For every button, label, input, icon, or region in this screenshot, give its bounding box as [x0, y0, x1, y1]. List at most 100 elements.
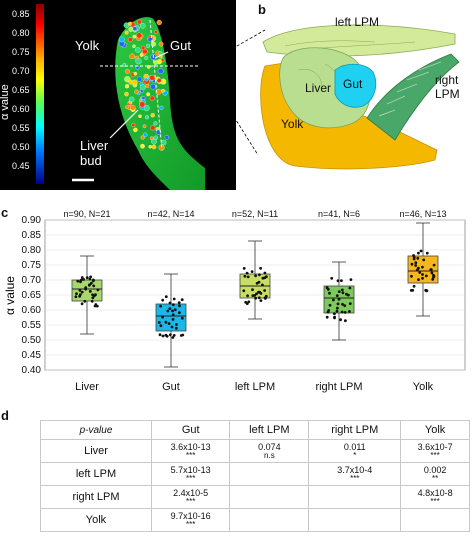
data-point [94, 293, 97, 297]
table-cell [229, 485, 310, 509]
connector-bottom [201, 65, 259, 156]
p-value: 3.6x10-7 [417, 442, 453, 452]
data-point [171, 309, 174, 313]
data-point [425, 251, 429, 255]
data-point [164, 295, 168, 299]
data-point [82, 278, 85, 281]
data-point [432, 274, 436, 278]
data-point [335, 309, 339, 313]
p-value-table: p-value Gut left LPM right LPM Yolk Live… [40, 420, 470, 532]
sample-size-label: n=42, N=14 [147, 209, 194, 219]
gut-shape [334, 63, 377, 108]
colorbar-tick: 0.70 [12, 66, 30, 76]
data-point [422, 258, 426, 262]
colorbar-tick: 0.65 [12, 85, 30, 95]
liver-pointer [109, 109, 139, 139]
data-point [159, 324, 163, 328]
cell-dot [135, 65, 140, 70]
cell-dot [161, 88, 165, 93]
data-point [90, 299, 94, 303]
p-value: 0.074 [258, 442, 281, 452]
data-point [421, 265, 424, 269]
cell-dots [118, 19, 170, 151]
data-point [410, 274, 413, 278]
cell-dot [150, 83, 156, 90]
cell-dot [145, 83, 150, 88]
x-tick-label: left LPM [235, 381, 275, 393]
cell-dot [141, 96, 146, 100]
cell-dot [149, 95, 155, 101]
data-point [332, 298, 335, 302]
gut-pointer [154, 51, 169, 59]
data-point [429, 268, 433, 271]
data-point [177, 301, 181, 304]
data-point [80, 302, 84, 306]
data-point [343, 311, 347, 314]
data-point [76, 279, 80, 283]
data-point [254, 296, 257, 300]
data-point [254, 274, 257, 278]
table-cell: 3.6x10-7*** [400, 439, 470, 463]
cell-dot [136, 76, 143, 82]
data-point [92, 284, 96, 288]
data-point [89, 275, 92, 279]
p-value: 4.8x10-8 [417, 488, 453, 498]
data-point [348, 310, 351, 313]
y-axis-ticks: 0.400.450.500.550.600.650.700.750.800.85… [22, 215, 42, 376]
x-tick-label: Gut [162, 381, 180, 393]
data-point [92, 278, 95, 282]
significance: *** [186, 520, 196, 529]
cell-dot [135, 47, 141, 53]
label-bud: bud [80, 153, 102, 168]
data-point [325, 315, 329, 319]
p-value: 3.6x10-13 [170, 442, 211, 452]
cell-dot [146, 92, 151, 97]
data-point [91, 293, 94, 297]
table-cell: 3.6x10-13*** [150, 439, 231, 463]
connector-top [201, 29, 266, 67]
data-point [343, 304, 347, 307]
cell-dot [142, 124, 147, 129]
data-point [340, 310, 344, 314]
data-point [333, 312, 336, 316]
cell-dot [124, 91, 129, 97]
data-point [335, 294, 339, 297]
data-point [243, 274, 247, 278]
significance: *** [186, 497, 196, 506]
data-point [90, 281, 93, 285]
cell-dot [150, 125, 156, 131]
data-point [259, 299, 263, 302]
label-yolk-diagram: Yolk [281, 117, 304, 131]
cell-dot [160, 78, 167, 85]
data-point [348, 302, 352, 305]
cell-dot [144, 55, 149, 60]
cell-dot [137, 19, 142, 25]
table-header-row: p-value Gut left LPM right LPM Yolk [40, 420, 470, 440]
significance: *** [430, 497, 440, 506]
data-point [414, 261, 418, 265]
cell-dot [131, 79, 138, 86]
data-point [171, 336, 175, 339]
table-row: right LPM 2.4x10-5*** 4.8x10-8*** [40, 485, 470, 509]
data-point [340, 279, 343, 282]
data-point [432, 263, 436, 267]
cell-dot [153, 121, 158, 126]
data-point [250, 270, 254, 273]
data-point [88, 290, 92, 293]
table-row: left LPM 5.7x10-13*** 3.7x10-4*** 0.002*… [40, 462, 470, 486]
data-point [95, 304, 99, 308]
cell-dot [124, 76, 131, 83]
p-value: 2.4x10-5 [173, 488, 209, 498]
cell-dot [127, 21, 132, 26]
table-row: Yolk 9.7x10-16*** [40, 508, 470, 532]
cell-dot [140, 143, 145, 149]
data-point [339, 318, 342, 322]
data-point [414, 264, 418, 267]
y-axis-label: α value [3, 276, 17, 315]
data-point [421, 276, 424, 280]
data-point [170, 325, 174, 329]
data-point [411, 288, 415, 292]
data-point [336, 302, 340, 306]
table-cell [229, 508, 310, 532]
data-point [247, 300, 251, 304]
